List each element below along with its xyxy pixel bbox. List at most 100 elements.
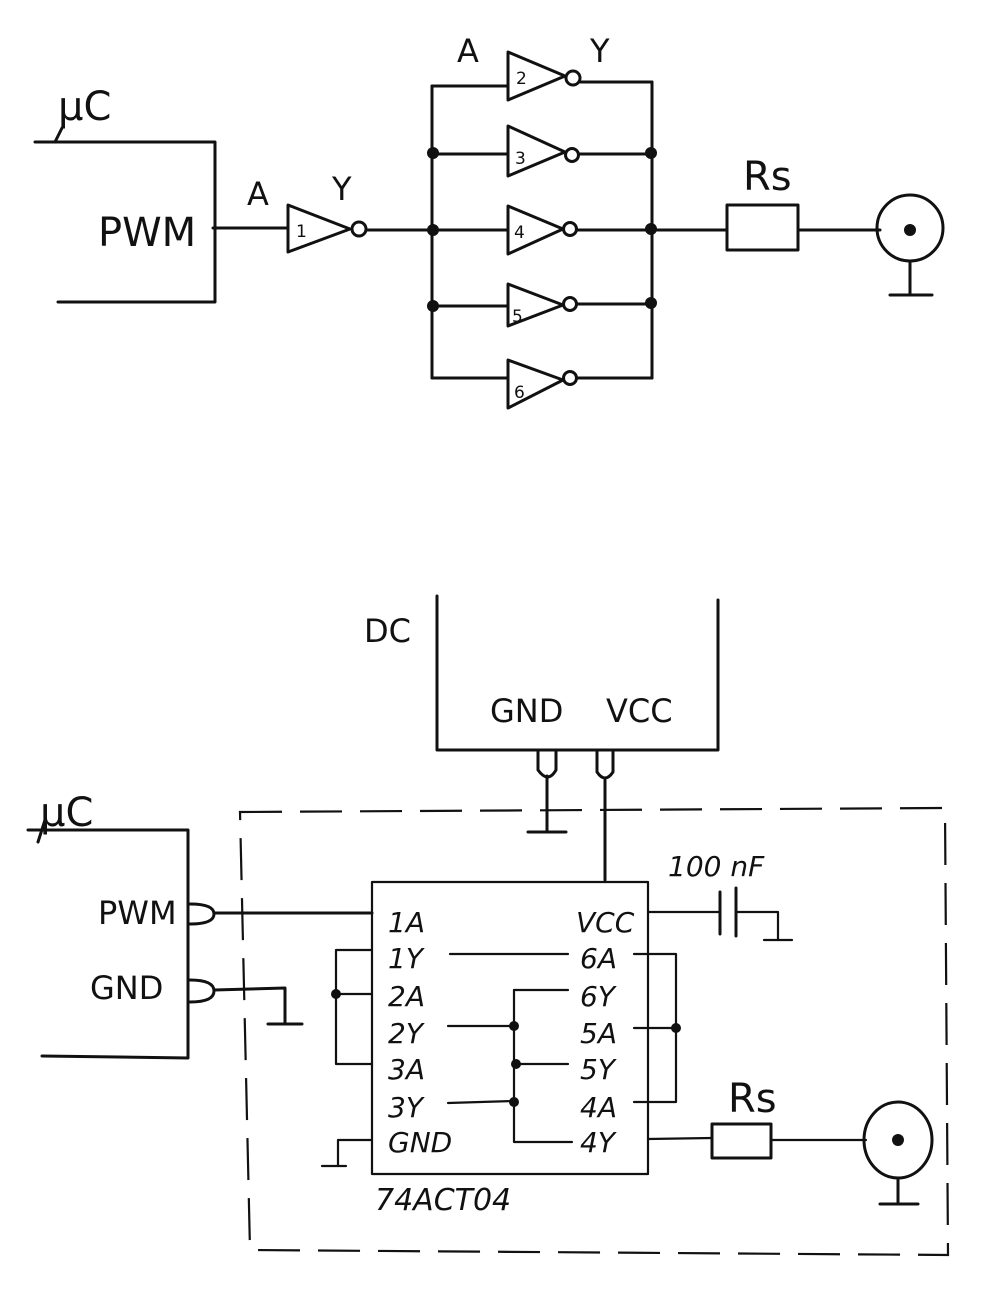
ic-gnd-symbol (320, 1138, 374, 1168)
top-buf-a-label: A (247, 175, 269, 213)
top-uc-block: μC PWM (33, 84, 217, 304)
dc-gnd-connector (536, 750, 558, 779)
inverter-5: 5 (430, 282, 654, 328)
junction-dot (645, 147, 657, 159)
pin-label-4y: 4Y (580, 1126, 617, 1159)
pin-label-5y: 5Y (580, 1053, 617, 1086)
junction-dot (509, 1021, 519, 1031)
dc-vcc-label: VCC (606, 692, 673, 730)
bottom-uc-block: μC PWM GND (26, 790, 216, 1060)
pin-label-vcc: VCC (576, 906, 635, 939)
top-coax-connector-icon (875, 193, 945, 297)
dc-gnd-label: GND (490, 692, 563, 730)
bottom-uc-label: μC (40, 790, 93, 836)
inverter-4-bubble (562, 221, 578, 237)
top-bank-y-label: Y (589, 32, 610, 70)
pwm-connector (188, 902, 216, 926)
inverter-2: 2 (430, 50, 654, 102)
inverter-2-num: 2 (516, 69, 527, 89)
pin-label-6a: 6A (580, 942, 617, 975)
inverter-5-num: 5 (512, 307, 523, 327)
bottom-pwm-label: PWM (98, 894, 177, 932)
bottom-resistor (710, 1122, 773, 1160)
decoupling-capacitor: 100 nF (646, 850, 794, 942)
ic-left-pins: 1A 1Y 2A 2Y 3A 3Y GND (388, 906, 452, 1159)
inverter-2-bubble (564, 69, 582, 87)
ic-internal-wiring (320, 948, 681, 1168)
dc-label: DC (364, 612, 411, 650)
pin-label-2a: 2A (388, 980, 425, 1013)
top-pwm-label: PWM (98, 210, 196, 256)
junction-dot (645, 297, 657, 309)
ic-74act04: 74ACT04 (370, 880, 650, 1218)
pin-label-3a: 3A (388, 1053, 425, 1086)
inverter-4: 4 (430, 204, 654, 256)
ic-part-number: 74ACT04 (375, 1183, 511, 1218)
wire-left-bracket (334, 948, 374, 1066)
bottom-res-label: Rs (728, 1076, 777, 1122)
top-bank-a-label: A (457, 32, 479, 70)
dc-gnd-symbol (526, 774, 568, 834)
pin-label-4a: 4A (580, 1091, 617, 1124)
inverter-6-num: 6 (514, 383, 525, 403)
inverter-3-num: 3 (515, 149, 526, 169)
pin-label-1y: 1Y (388, 942, 425, 975)
board-outline (238, 806, 950, 1257)
inverter-3-body (506, 124, 567, 178)
junction-dot (427, 300, 439, 312)
inverter-6-body (506, 358, 565, 410)
junction-dot (511, 1059, 521, 1069)
junction-dot (509, 1097, 519, 1107)
inverter-4-num: 4 (514, 223, 525, 243)
inverter-4-body (506, 204, 565, 256)
bottom-uc-outline (26, 828, 190, 1060)
cap-ground (734, 910, 794, 942)
junction-dot (427, 147, 439, 159)
bottom-coax-pin (892, 1134, 904, 1146)
inverter-1-num: 1 (296, 222, 307, 242)
dc-supply-block: DC GND VCC (364, 594, 720, 882)
junction-dot (671, 1023, 681, 1033)
dc-outline (435, 594, 720, 752)
top-buf-y-label: Y (331, 170, 352, 208)
bottom-coax-ground (878, 1176, 920, 1206)
top-res-label: Rs (743, 154, 792, 200)
ic-right-pins: VCC 6A 6Y 5A 5Y 4A 4Y (576, 906, 635, 1159)
top-coax-ground (888, 260, 934, 297)
cap-plates (718, 886, 738, 938)
wire-3y (446, 1099, 516, 1105)
pin-label-2y: 2Y (388, 1017, 425, 1050)
wire-middle-bus (512, 988, 574, 1144)
top-coax-pin (904, 224, 916, 236)
bottom-uc-tick (36, 818, 47, 844)
cap-label: 100 nF (668, 850, 765, 883)
pin-label-5a: 5A (580, 1017, 617, 1050)
junction-dot (331, 989, 341, 999)
inverter-1: 1 (286, 203, 368, 254)
top-uc-tick (53, 126, 64, 144)
inverter-3: 3 (430, 124, 654, 178)
pin-label-gnd: GND (388, 1126, 452, 1159)
bottom-gnd-label: GND (90, 969, 163, 1007)
inverter-1-bubble (350, 220, 368, 238)
top-uc-label: μC (58, 84, 111, 130)
top-resistor (725, 203, 800, 252)
inverter-3-bubble (564, 147, 580, 163)
bottom-schematic: DC GND VCC μC PWM GND 74ACT04 (26, 594, 950, 1257)
uc-gnd-wire (212, 986, 304, 1026)
inverter-1-body (286, 203, 352, 254)
bottom-res-in-wire (646, 1136, 714, 1141)
top-schematic: μC PWM A Y 1 A Y 2 (33, 32, 945, 410)
top-uc-outline (33, 140, 217, 304)
junction-dot (427, 224, 439, 236)
inverter-5-body (506, 282, 565, 328)
pin-label-3y: 3Y (388, 1091, 425, 1124)
dc-vcc-connector (595, 750, 615, 780)
inverter-6: 6 (430, 358, 654, 410)
pin-label-1a: 1A (388, 906, 425, 939)
inverter-2-body (506, 50, 567, 102)
inverter-5-bubble (562, 296, 578, 312)
pin-label-6y: 6Y (580, 980, 617, 1013)
bottom-coax-connector-icon (862, 1100, 934, 1206)
